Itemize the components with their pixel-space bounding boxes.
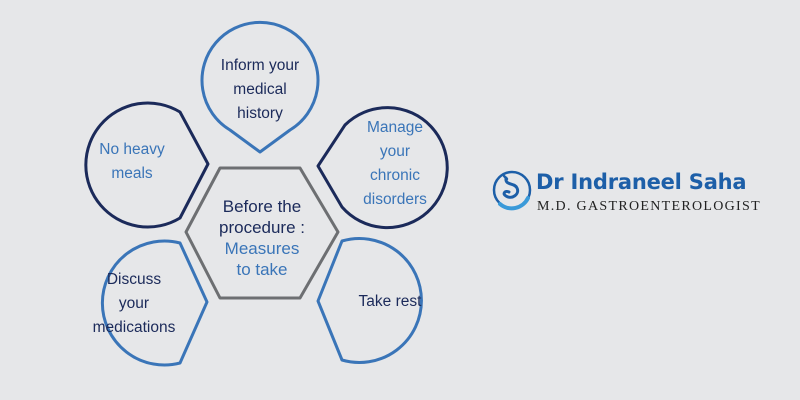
manage-disorders-label: Manage your chronic disorders xyxy=(335,116,455,212)
meals-line-1: No heavy xyxy=(99,141,165,158)
rest-line-1: Take rest xyxy=(358,293,422,310)
manage-line-4: disorders xyxy=(363,191,427,208)
inform-line-2: medical xyxy=(233,81,287,98)
manage-line-3: chronic xyxy=(370,167,420,184)
petal-take-rest xyxy=(316,237,423,364)
take-rest-label: Take rest xyxy=(330,290,450,314)
inform-history-label: Inform your medical history xyxy=(200,54,320,126)
petal-discuss-medications xyxy=(100,239,209,367)
medications-line-3: medications xyxy=(92,319,176,336)
manage-line-1: Manage xyxy=(366,119,423,136)
petal-no-heavy-meals xyxy=(84,101,210,229)
medications-line-1: Discuss xyxy=(106,271,162,288)
medications-line-2: your xyxy=(118,295,150,312)
brand-name: Dr Indraneel Saha xyxy=(536,170,747,194)
no-heavy-meals-label: No heavy meals xyxy=(72,138,192,186)
petal-manage-disorders xyxy=(316,106,449,230)
petal-inform-history xyxy=(200,20,320,154)
center-label: Before the procedure : Measures to take xyxy=(200,196,324,280)
manage-line-2: your xyxy=(379,143,411,160)
center-hexagon xyxy=(184,166,340,300)
brand-logo: Dr Indraneel Saha M.D. GASTROENTEROLOGIS… xyxy=(492,168,782,218)
center-line-1: Before the xyxy=(222,197,302,216)
discuss-medications-label: Discuss your medications xyxy=(68,268,200,340)
meals-line-2: meals xyxy=(111,165,153,182)
inform-line-3: history xyxy=(237,105,283,122)
center-line-2: procedure : xyxy=(219,218,305,237)
stomach-logo-icon xyxy=(492,170,532,211)
inform-line-1: Inform your xyxy=(220,57,300,74)
brand-subtitle: M.D. GASTROENTEROLOGIST xyxy=(537,199,761,214)
center-line-3: Measures xyxy=(224,239,300,258)
center-line-4: to take xyxy=(236,260,288,279)
